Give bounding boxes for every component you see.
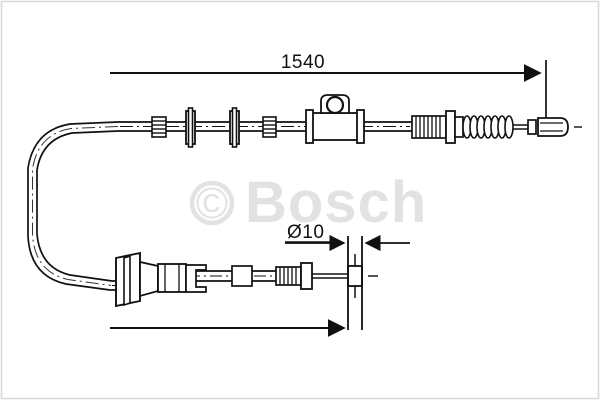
dimension-label-overall: 1540: [281, 52, 325, 73]
coil-spring-boot: [462, 115, 514, 139]
copyright-symbol: ©: [196, 179, 228, 228]
branch-collar: [231, 265, 253, 287]
watermark-brand-text: Bosch: [245, 170, 427, 235]
ferrule-mid: [262, 116, 277, 138]
cable-u-bend: [27, 121, 119, 291]
dimension-diameter-callout: Ø10: [285, 222, 410, 252]
dimension-overall-length: 1540: [110, 52, 547, 128]
copyright-circle-icon: [189, 180, 235, 226]
collar-a: [185, 107, 196, 148]
eyelet-hole-icon: [325, 95, 345, 115]
cable-main-run: [27, 121, 412, 291]
mount-plate: [347, 236, 378, 330]
collar-b: [229, 107, 240, 148]
clevis-fork: [115, 251, 207, 308]
ferrule-left: [151, 116, 167, 138]
bosch-watermark: © Bosch: [189, 170, 427, 235]
branch-sleeve: [275, 262, 348, 290]
end-rod: [513, 124, 528, 130]
end-fitting-right: [527, 117, 582, 137]
mounting-bracket: [305, 94, 365, 144]
threaded-sleeve: [411, 110, 464, 144]
dimension-label-diameter: Ø10: [287, 222, 324, 243]
